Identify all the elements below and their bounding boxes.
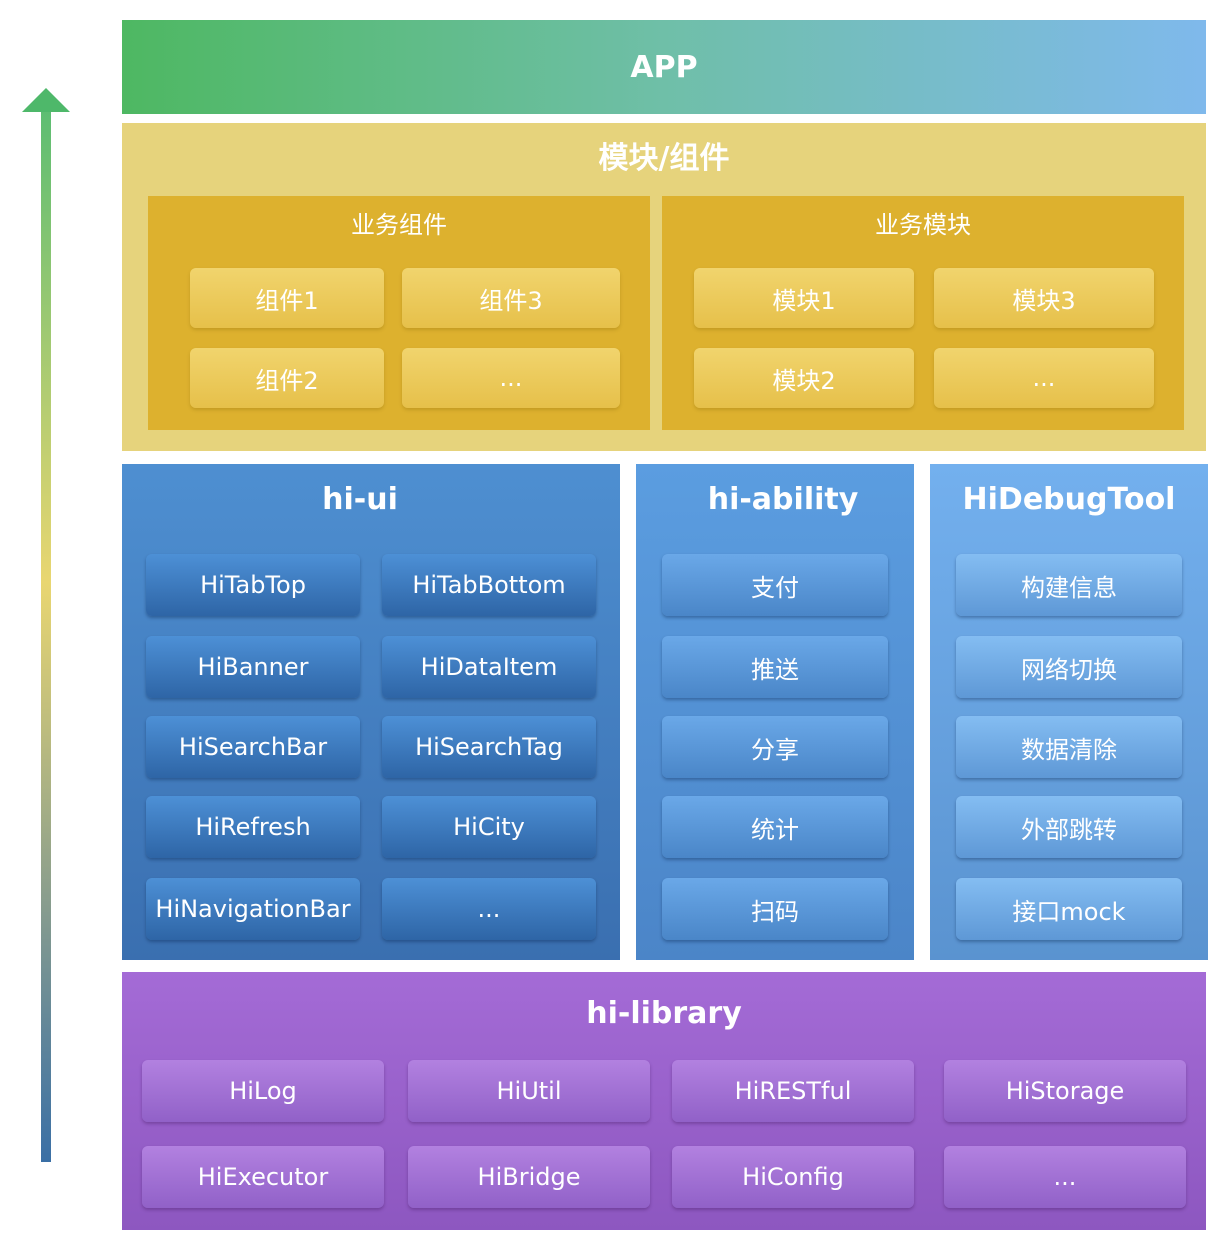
hi-ability-title: hi-ability — [707, 481, 859, 517]
app-layer: APP — [122, 20, 1206, 114]
hi-library-item: ... — [944, 1146, 1186, 1208]
hi-ui-panel — [122, 464, 620, 960]
module-more: ... — [934, 348, 1154, 408]
arrow-up-icon — [22, 88, 70, 112]
hi-ui-item: HiRefresh — [146, 796, 360, 858]
hi-library-item: HiStorage — [944, 1060, 1186, 1122]
hi-library-item: HiRESTful — [672, 1060, 914, 1122]
hi-ui-item: HiDataItem — [382, 636, 596, 698]
hi-ui-title: hi-ui — [322, 481, 398, 517]
hi-library-item: HiUtil — [408, 1060, 650, 1122]
hi-ui-item: HiCity — [382, 796, 596, 858]
component-3: 组件3 — [402, 268, 620, 328]
hi-ui-item: HiSearchBar — [146, 716, 360, 778]
hi-ui-item: HiBanner — [146, 636, 360, 698]
hi-library-title: hi-library — [586, 995, 742, 1031]
hi-ability-panel — [636, 464, 914, 960]
hi-debug-tool-item: 外部跳转 — [956, 796, 1182, 858]
hi-debug-tool-item: 数据清除 — [956, 716, 1182, 778]
hi-library-item: HiExecutor — [142, 1146, 384, 1208]
module-2: 模块2 — [694, 348, 914, 408]
business-components-title: 业务组件 — [351, 210, 447, 239]
hi-ui-item: HiTabTop — [146, 554, 360, 616]
business-modules-title: 业务模块 — [875, 210, 971, 239]
module-3: 模块3 — [934, 268, 1154, 328]
hi-debug-tool-item: 网络切换 — [956, 636, 1182, 698]
upward-arrow-shaft — [41, 108, 51, 1162]
modules-layer-title: 模块/组件 — [598, 141, 730, 176]
hi-ui-item: HiTabBottom — [382, 554, 596, 616]
app-layer-title: APP — [630, 49, 698, 85]
hi-debug-tool-panel — [930, 464, 1208, 960]
component-more: ... — [402, 348, 620, 408]
component-1: 组件1 — [190, 268, 384, 328]
hi-library-item: HiConfig — [672, 1146, 914, 1208]
hi-ui-item: HiSearchTag — [382, 716, 596, 778]
component-2: 组件2 — [190, 348, 384, 408]
hi-ability-item: 扫码 — [662, 878, 888, 940]
hi-ability-item: 推送 — [662, 636, 888, 698]
hi-library-item: HiBridge — [408, 1146, 650, 1208]
hi-ui-item: HiNavigationBar — [146, 878, 360, 940]
hi-library-item: HiLog — [142, 1060, 384, 1122]
hi-ui-item: ... — [382, 878, 596, 940]
hi-debug-tool-item: 构建信息 — [956, 554, 1182, 616]
hi-ability-item: 分享 — [662, 716, 888, 778]
hi-ability-item: 支付 — [662, 554, 888, 616]
module-1: 模块1 — [694, 268, 914, 328]
hi-debug-tool-title: HiDebugTool — [962, 481, 1176, 517]
hi-debug-tool-item: 接口mock — [956, 878, 1182, 940]
hi-ability-item: 统计 — [662, 796, 888, 858]
